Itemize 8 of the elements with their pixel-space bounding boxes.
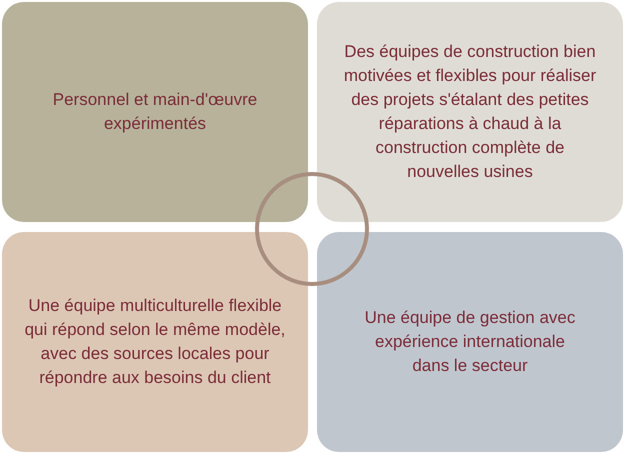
panel-text: Une équipe de gestion avec expérience internationale dans le secteur [364,307,576,377]
text-panel [317,232,623,452]
text-panel [2,2,308,222]
panel-text: Des équipes de construction bien motivées et flexibles pour réaliser des projets s'étalant des petites réparations à chaud à la construction complète de nouvelles usines [342,41,598,183]
panel-text: Personnel et main-d'œuvre expérimentés [52,89,258,135]
text-panel [2,232,308,452]
text-panel [317,2,623,222]
panel-text: Une équipe multiculturelle flexible qui répond selon le même modèle, avec des sources locales pour répondre aux besoins du client [24,295,286,389]
